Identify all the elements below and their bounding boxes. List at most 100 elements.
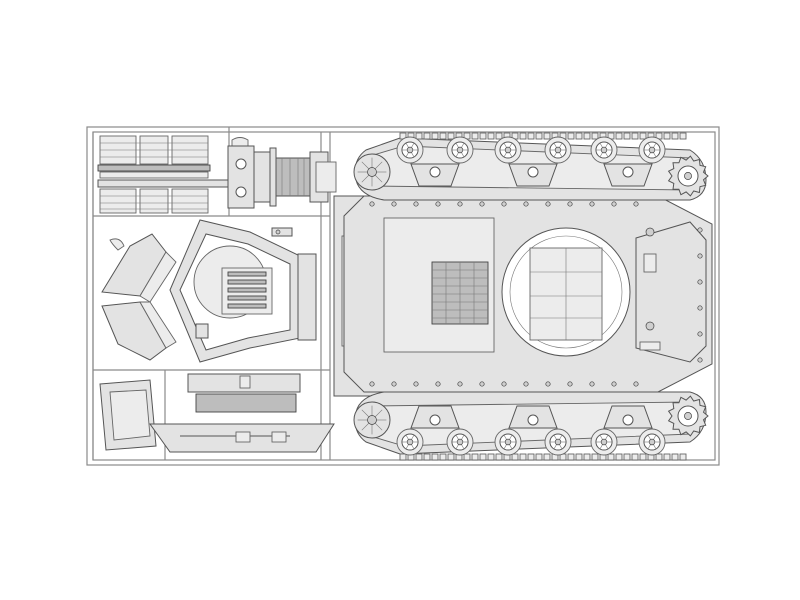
track-link: [623, 453, 631, 461]
track-link: [671, 132, 679, 140]
bogie-pivot: [429, 166, 441, 178]
track-link: [535, 453, 543, 461]
track-link: [655, 453, 663, 461]
stowage-rack-parts: [97, 135, 237, 214]
wheel-axle: [456, 438, 464, 446]
wheel-axle: [406, 438, 414, 446]
hull-rivet: [479, 381, 485, 387]
track-link: [567, 132, 575, 140]
hull-rivet: [369, 201, 375, 207]
track-link: [519, 453, 527, 461]
track-link: [639, 132, 647, 140]
track-link: [439, 453, 447, 461]
track-link: [415, 132, 423, 140]
wheel-axle: [648, 146, 656, 154]
track-link: [495, 132, 503, 140]
engine-grille: [431, 261, 489, 325]
track-link: [535, 132, 543, 140]
hull-rivet: [545, 381, 551, 387]
track-link: [479, 132, 487, 140]
track-link: [679, 453, 687, 461]
wheel-axle: [600, 438, 608, 446]
track-link: [615, 132, 623, 140]
track-link: [671, 453, 679, 461]
hull-rivet: [567, 381, 573, 387]
hull-rivet: [523, 201, 529, 207]
track-link: [623, 132, 631, 140]
hull-rivet: [545, 201, 551, 207]
track-link: [575, 132, 583, 140]
hull-rivet: [589, 381, 595, 387]
hull-rivet: [501, 201, 507, 207]
track-link: [527, 132, 535, 140]
track-link: [679, 132, 687, 140]
track-link: [423, 132, 431, 140]
track-link: [431, 132, 439, 140]
gun-breech-parts: [227, 137, 337, 209]
hull-rivet: [697, 357, 703, 363]
hull-bottom: [343, 195, 713, 393]
track-link: [607, 453, 615, 461]
hull-rivet: [697, 331, 703, 337]
hull-rivet: [567, 201, 573, 207]
track-link: [575, 453, 583, 461]
hull-rivet: [369, 381, 375, 387]
hull-rivet: [413, 381, 419, 387]
hull-rivet: [479, 201, 485, 207]
wheel-axle: [456, 146, 464, 154]
track-link: [447, 132, 455, 140]
track-link: [583, 132, 591, 140]
hull-rivet: [523, 381, 529, 387]
track-link: [631, 132, 639, 140]
hull-rivets: [369, 201, 703, 387]
wheel-axle: [504, 438, 512, 446]
bogie-pivot: [429, 414, 441, 426]
sprocket-axle: [684, 172, 692, 180]
track-link: [615, 453, 623, 461]
track-assembly-bottom: [353, 391, 709, 461]
hull-rivet: [633, 381, 639, 387]
track-link: [463, 453, 471, 461]
hull-rivet: [697, 227, 703, 233]
wheel-axle: [554, 146, 562, 154]
shell-rack: [227, 271, 267, 309]
turret-mantlet-parts: [169, 219, 317, 363]
bogie-pivot: [622, 166, 634, 178]
track-link: [591, 453, 599, 461]
track-link: [487, 453, 495, 461]
wheel-axle: [600, 146, 608, 154]
wheel-axle: [504, 146, 512, 154]
track-link: [543, 132, 551, 140]
hull-rivet: [435, 381, 441, 387]
hull-rivet: [501, 381, 507, 387]
armor-plate-parts: [101, 233, 177, 361]
track-link: [519, 132, 527, 140]
hull-rivet: [633, 201, 639, 207]
track-link: [495, 453, 503, 461]
wheel-axle: [554, 438, 562, 446]
hull-rivet: [457, 201, 463, 207]
track-link: [631, 453, 639, 461]
track-link: [663, 453, 671, 461]
bracket-parts: [99, 373, 335, 453]
track-link: [471, 453, 479, 461]
sprocket-axle: [684, 412, 692, 420]
track-link: [431, 453, 439, 461]
track-link: [479, 453, 487, 461]
hull-rivet: [391, 381, 397, 387]
idler-axle: [367, 167, 377, 177]
track-assembly-top: [353, 132, 709, 201]
track-link: [399, 453, 407, 461]
hull-rivet: [589, 201, 595, 207]
track-link: [567, 453, 575, 461]
hull-rivet: [611, 381, 617, 387]
hull-rivet: [435, 201, 441, 207]
hull-rivet: [391, 201, 397, 207]
track-link: [639, 453, 647, 461]
track-link: [543, 453, 551, 461]
track-link: [471, 132, 479, 140]
track-link: [487, 132, 495, 140]
track-link: [591, 132, 599, 140]
hull-rivet: [697, 253, 703, 259]
